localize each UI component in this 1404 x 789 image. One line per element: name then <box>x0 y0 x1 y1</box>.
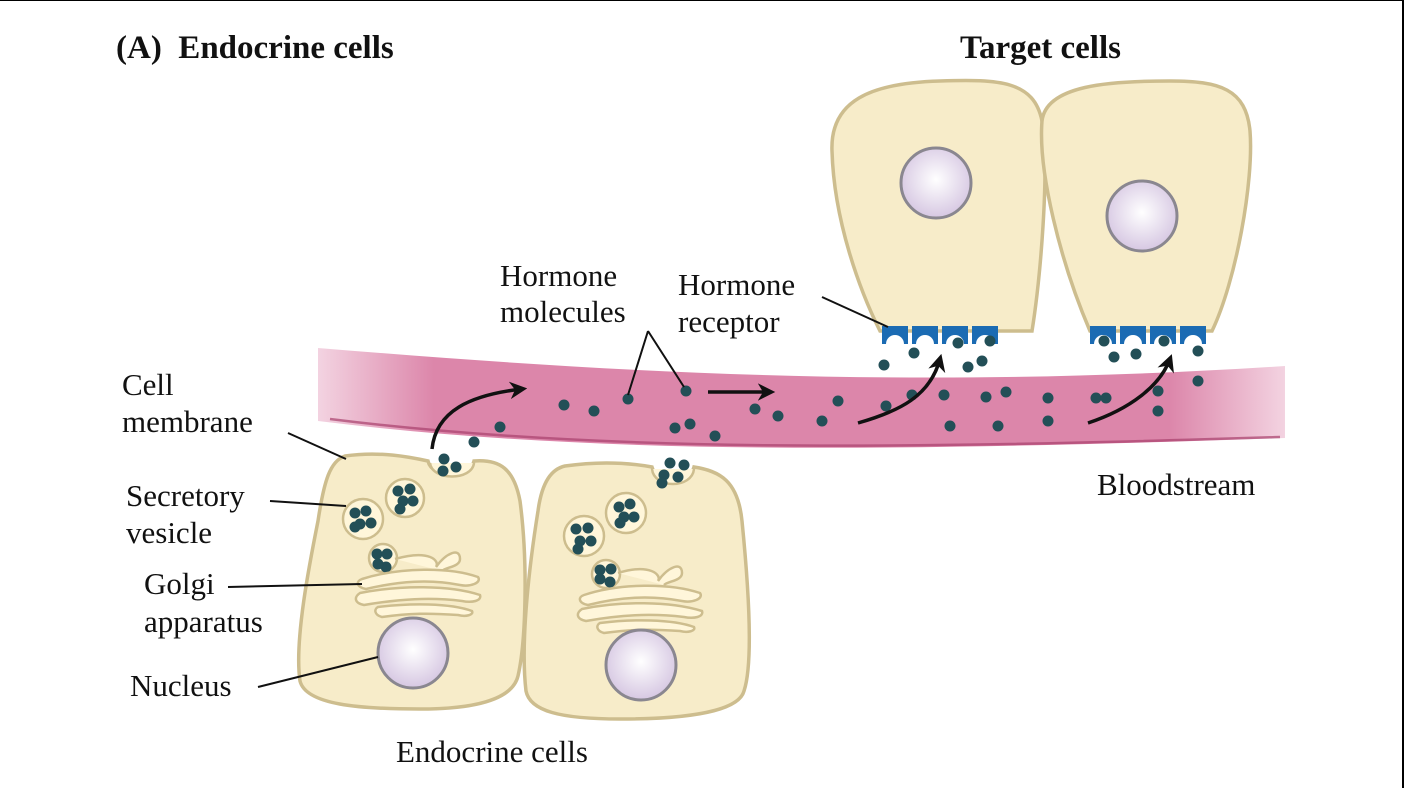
leader-hormone-molecules <box>627 330 685 396</box>
golgi-apparatus-1 <box>354 551 482 619</box>
hormone-receptors-1 <box>882 326 998 344</box>
golgi-apparatus-2 <box>576 565 704 635</box>
binding-arrow-2 <box>1087 354 1174 425</box>
leader-cell-membrane <box>287 432 347 460</box>
endocrine-cell-2 <box>522 457 752 721</box>
label-cell-membrane-2: membrane <box>122 404 253 439</box>
label-golgi-2: apparatus <box>144 604 263 639</box>
leader-golgi <box>227 583 363 588</box>
leader-nucleus <box>257 656 379 688</box>
label-hormone-molecules-1: Hormone <box>500 258 617 293</box>
diagram-title: (A) Endocrine cells <box>116 30 394 66</box>
target-cell-2 <box>1039 79 1253 333</box>
label-endocrine-cells: Endocrine cells <box>396 734 588 769</box>
endocrine-nucleus-1 <box>376 616 450 690</box>
label-bloodstream: Bloodstream <box>1097 467 1255 502</box>
label-secretory-vesicle-2: vesicle <box>126 515 212 550</box>
endocrine-cell-1 <box>296 452 527 711</box>
leader-secretory-vesicle <box>269 500 347 507</box>
binding-arrow-1 <box>857 353 946 425</box>
label-nucleus: Nucleus <box>130 668 232 703</box>
label-golgi-1: Golgi <box>144 566 215 601</box>
label-hormone-receptor-1: Hormone <box>678 267 795 302</box>
endocrine-nucleus-2 <box>604 628 678 702</box>
label-secretory-vesicle-1: Secretory <box>126 478 245 513</box>
target-nucleus-2 <box>1105 179 1179 253</box>
label-target-cells: Target cells <box>960 30 1121 66</box>
secretion-arrow <box>430 381 528 450</box>
target-cell-1 <box>830 78 1047 333</box>
hormone-receptors-2 <box>1090 326 1206 344</box>
label-cell-membrane-1: Cell <box>122 367 174 402</box>
label-hormone-receptor-2: receptor <box>678 304 780 339</box>
hormone-molecules <box>468 335 1204 448</box>
label-hormone-molecules-2: molecules <box>500 294 626 329</box>
leader-hormone-receptor <box>821 296 889 328</box>
target-nucleus-1 <box>899 146 973 220</box>
